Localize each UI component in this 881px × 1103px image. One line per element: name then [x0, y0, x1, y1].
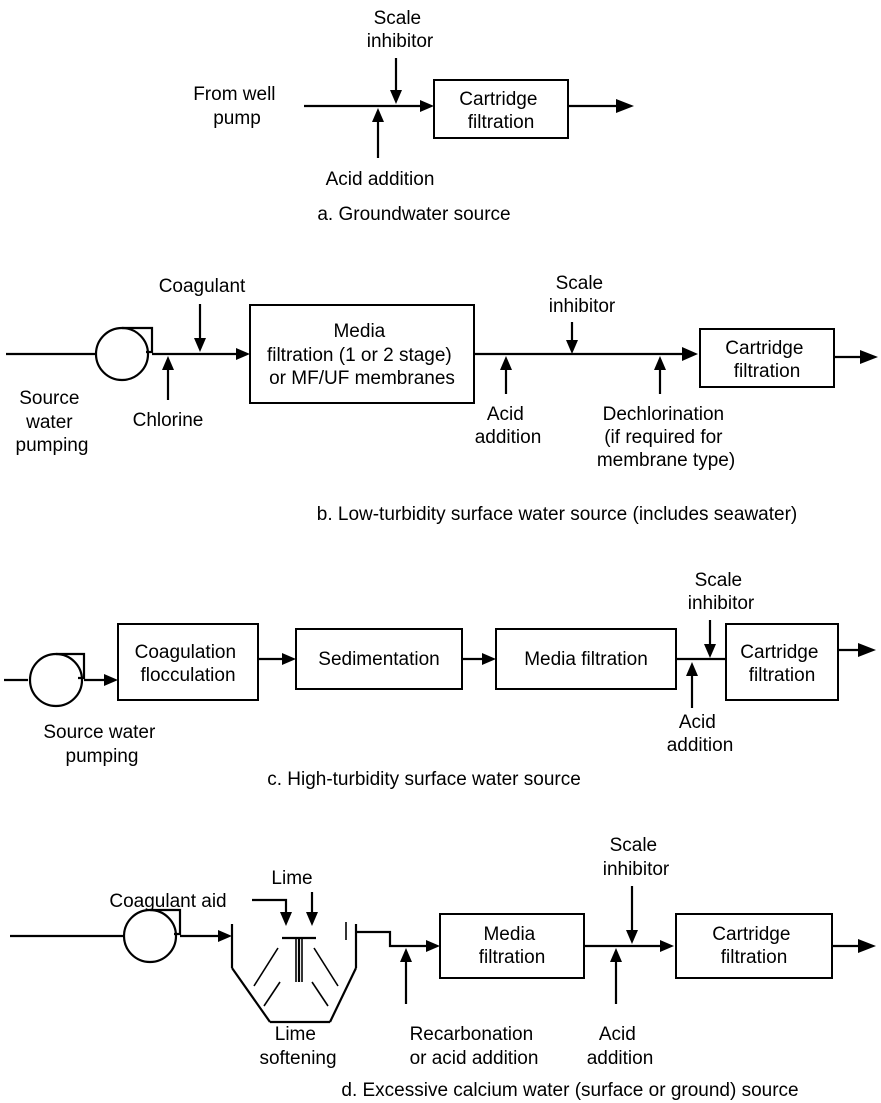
panel-a-cartridge-box [433, 79, 569, 139]
panel-b-chlorine-arrowhead [162, 356, 174, 370]
panel-c-cartridge-label: Cartridge filtration [740, 642, 823, 686]
panel-d-clarifier [230, 922, 400, 1024]
panel-a-groundwater: Scale inhibitor From well pump Acid addi… [193, 8, 634, 225]
panel-b-dechlorination-label: Dechlorination (if required for membrane… [597, 404, 735, 471]
panel-b-flow-arrowhead-2 [682, 347, 698, 361]
panel-c-sedimentation-box [295, 628, 463, 690]
panel-a-cartridge-label: Cartridge filtration [459, 89, 542, 133]
panel-b-cartridge-label: Cartridge filtration [725, 338, 808, 382]
panel-c-flow-arrowhead-3 [482, 653, 496, 665]
panel-b-acid-arrowhead [500, 356, 512, 370]
panel-d-media-label: Media filtration [479, 924, 546, 968]
panel-d-recarbonation-arrowhead [400, 948, 412, 962]
panel-c-coagulation-box [117, 623, 259, 701]
panel-d-lime-softening-label: Lime softening [259, 1024, 336, 1069]
panel-c-caption: c. High-turbidity surface water source [267, 769, 581, 790]
panel-b-flow-arrowhead-1 [236, 348, 250, 360]
panel-a-out-arrowhead [616, 99, 634, 113]
panel-b-acid-label: Acid addition [475, 404, 542, 448]
panel-a-acid-label: Acid addition [326, 169, 435, 190]
panel-d-out-arrowhead [858, 939, 876, 953]
panel-c-acid-label: Acid addition [667, 712, 734, 756]
panel-b-coagulant-label: Coagulant [159, 276, 246, 297]
panel-d-flow-arrowhead-3 [660, 940, 674, 952]
panel-c-scale-inhibitor-label: Scale inhibitor [688, 570, 755, 614]
panel-c-pump-icon [4, 652, 86, 708]
panel-b-pump-icon [6, 326, 154, 382]
panel-a-scale-inhibitor-label: Scale inhibitor [367, 8, 434, 52]
panel-d-cartridge-box [675, 913, 833, 979]
panel-c-coagulation-label: Coagulation flocculation [135, 642, 242, 686]
panel-b-media-label: Media filtration (1 or 2 stage) or MF/UF… [267, 321, 457, 389]
panel-c-media-box [495, 628, 677, 690]
panel-c-out-arrowhead [858, 643, 876, 657]
panel-d-excessive-calcium: Lime Coagulant aid Lime softening [10, 835, 876, 1101]
panel-b-low-turbidity: Coagulant Chlorine Source water pumping … [6, 273, 878, 525]
panel-c-flow-arrowhead-2 [282, 653, 296, 665]
panel-d-flow-arrowhead-2 [426, 940, 440, 952]
panel-b-scale-inhibitor-arrowhead [566, 340, 578, 354]
panel-d-cartridge-label: Cartridge filtration [712, 924, 795, 968]
panel-c-acid-arrowhead [686, 662, 698, 676]
panel-b-media-box [249, 304, 475, 404]
panel-d-media-box [439, 913, 585, 979]
panel-b-scale-inhibitor-label: Scale inhibitor [549, 273, 616, 317]
panel-c-flow-arrowhead-1 [104, 674, 118, 686]
panel-d-coagulant-aid-label: Coagulant aid [109, 891, 226, 912]
panel-d-recarbonation-label: Recarbonation or acid addition [410, 1024, 539, 1069]
panel-b-dechlorination-arrowhead [654, 356, 666, 370]
panel-b-chlorine-label: Chlorine [133, 410, 204, 431]
panel-a-from-well-label: From well pump [193, 84, 281, 129]
panel-c-high-turbidity: Source water pumping Coagulation floccul… [4, 570, 876, 790]
panel-d-flow-arrowhead-1 [218, 930, 232, 942]
panel-a-caption: a. Groundwater source [317, 204, 510, 225]
panel-a-acid-arrowhead [372, 108, 384, 122]
panel-b-caption: b. Low-turbidity surface water source (i… [317, 504, 797, 525]
panel-d-acid-label: Acid addition [587, 1024, 654, 1069]
panel-a-flow-arrowhead [420, 100, 434, 112]
panel-d-coagulant-aid-arrow [252, 898, 288, 918]
panel-b-source-pumping-label: Source water pumping [16, 388, 89, 456]
panel-d-scale-inhibitor-label: Scale inhibitor [603, 835, 670, 880]
panel-c-media-label: Media filtration [524, 649, 648, 670]
panel-d-pump-icon [10, 908, 182, 964]
panel-b-coagulant-arrowhead [194, 338, 206, 352]
panel-c-sedimentation-label: Sedimentation [318, 649, 439, 670]
panel-d-lime-label: Lime [271, 868, 312, 889]
panel-d-acid-arrowhead [610, 948, 622, 962]
panel-d-coagulant-aid-arrowhead [280, 912, 292, 926]
panel-a-scale-inhibitor-arrowhead [390, 90, 402, 104]
panel-c-cartridge-box [725, 623, 839, 701]
panel-c-source-pumping-label: Source water pumping [43, 722, 160, 767]
panel-d-scale-inhibitor-arrowhead [626, 930, 638, 944]
panel-c-scale-inhibitor-arrowhead [704, 644, 716, 658]
panel-d-caption: d. Excessive calcium water (surface or g… [341, 1080, 798, 1101]
panel-b-out-arrowhead [860, 350, 878, 364]
panel-d-lime-arrowhead [306, 912, 318, 926]
